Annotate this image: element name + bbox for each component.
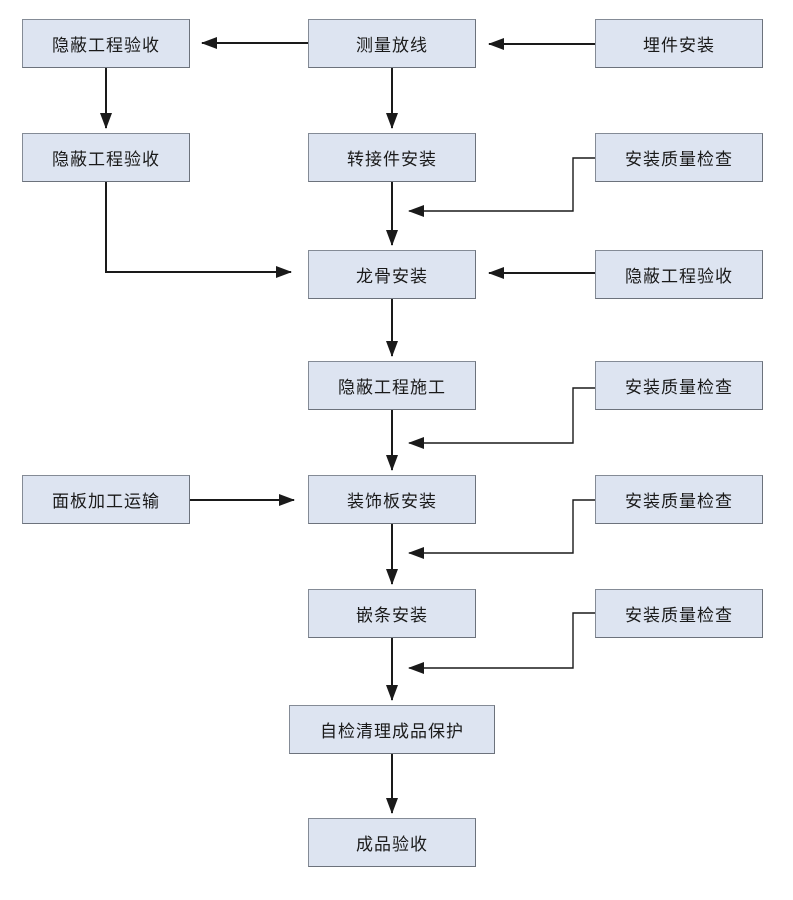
- edge-qc2-elbow: [408, 387, 596, 449]
- node-panel-process-transport: 面板加工运输: [22, 475, 190, 524]
- node-survey-layout: 测量放线: [308, 19, 476, 68]
- edge-qc3-elbow: [408, 499, 596, 559]
- node-keel-install: 龙骨安装: [308, 250, 476, 299]
- node-hidden-work-acceptance-2: 隐蔽工程验收: [22, 133, 190, 182]
- node-install-quality-check-3: 安装质量检查: [595, 475, 763, 524]
- node-install-quality-check-2: 安装质量检查: [595, 361, 763, 410]
- node-self-check-clean-protect: 自检清理成品保护: [289, 705, 495, 754]
- node-adapter-install: 转接件安装: [308, 133, 476, 182]
- node-embed-parts-install: 埋件安装: [595, 19, 763, 68]
- edge-qc4-elbow: [408, 612, 596, 674]
- edge-hidden2-to-keel: [105, 182, 292, 278]
- node-install-quality-check-4: 安装质量检查: [595, 589, 763, 638]
- node-hidden-work-construction: 隐蔽工程施工: [308, 361, 476, 410]
- node-trim-strip-install: 嵌条安装: [308, 589, 476, 638]
- edge-qc1-elbow: [408, 157, 596, 217]
- node-install-quality-check-1: 安装质量检查: [595, 133, 763, 182]
- node-decorative-panel-install: 装饰板安装: [308, 475, 476, 524]
- node-finished-acceptance: 成品验收: [308, 818, 476, 867]
- node-hidden-work-acceptance-3: 隐蔽工程验收: [595, 250, 763, 299]
- node-hidden-work-acceptance-1: 隐蔽工程验收: [22, 19, 190, 68]
